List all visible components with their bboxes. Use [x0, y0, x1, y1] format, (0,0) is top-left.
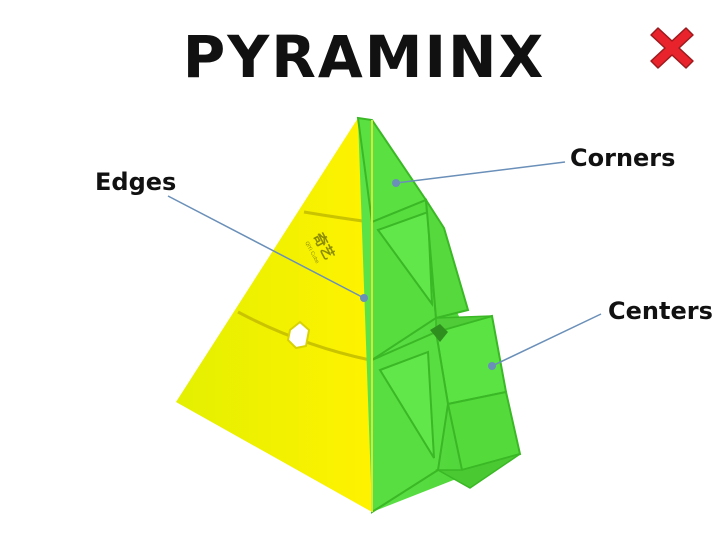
leader-edges — [167, 195, 368, 302]
page-title: PYRAMINX — [182, 23, 546, 91]
edges-label: Edges — [95, 168, 177, 196]
close-icon[interactable] — [648, 24, 696, 72]
green-face — [356, 116, 522, 514]
corners-label: Corners — [570, 144, 676, 172]
leader-centers — [488, 313, 602, 370]
centers-label: Centers — [608, 297, 713, 325]
leader-corners — [392, 161, 566, 187]
yellow-face: 奇艺 QiYi Cube — [176, 118, 372, 512]
